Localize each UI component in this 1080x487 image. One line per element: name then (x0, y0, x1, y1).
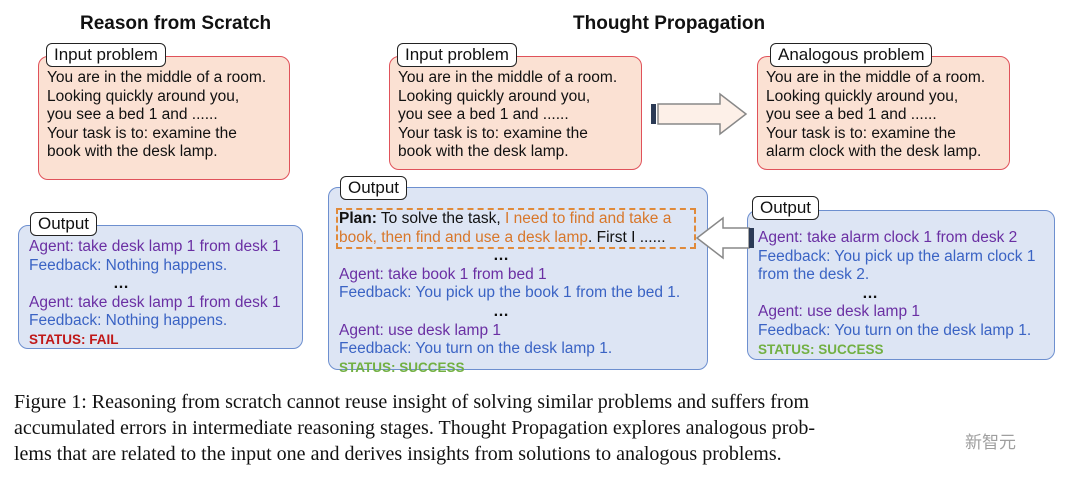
thought-propagation-heading: Thought Propagation (573, 13, 766, 34)
plan-insight-text: book, then find and use a desk lamp (339, 228, 589, 246)
reason-from-scratch-heading: Reason from Scratch (80, 13, 272, 34)
plan-label: Plan: (339, 210, 377, 227)
feedback-text: Feedback: You turn on the desk lamp 1. (758, 321, 1032, 339)
problem-line: You are in the middle of a room. (398, 69, 618, 86)
problem-line: Your task is to: examine the (47, 124, 237, 142)
agent-action: Agent: use desk lamp 1 (758, 303, 920, 321)
plan-insight-text: I need to find and take a (505, 210, 672, 227)
plan-highlight-box (336, 208, 696, 249)
problem-line: Looking quickly around you, (398, 87, 591, 105)
left-input-problem-box: You are in the middle of a room. Looking… (38, 56, 290, 180)
status-success: STATUS: SUCCESS (339, 359, 465, 375)
right-output-box: Agent: take alarm clock 1 from desk 2 Fe… (747, 210, 1055, 360)
watermark-text: 新智元 (965, 433, 1016, 452)
feedback-text: Feedback: Nothing happens. (29, 256, 228, 274)
right-arrow-icon (651, 92, 748, 136)
caption-line: accumulated errors in intermediate reaso… (14, 417, 816, 439)
status-success: STATUS: SUCCESS (758, 341, 884, 357)
feedback-text: Feedback: Nothing happens. (29, 312, 228, 330)
problem-line: you see a bed 1 and ...... (398, 106, 569, 124)
plan-text: To solve the task, (376, 210, 505, 227)
caption-line: Figure 1: Reasoning from scratch cannot … (14, 391, 810, 413)
ellipsis: … (862, 284, 879, 302)
ellipsis: … (493, 247, 510, 265)
right-output-tag: Output (752, 196, 820, 220)
problem-line: Looking quickly around you, (47, 87, 240, 105)
feedback-text: from the desk 2. (758, 266, 870, 284)
left-output-box: Agent: take desk lamp 1 from desk 1 Feed… (18, 225, 303, 349)
figure-caption: Figure 1: Reasoning from scratch cannot … (14, 389, 1070, 467)
agent-action: Agent: take book 1 from bed 1 (339, 265, 547, 283)
plan-text: . First I ...... (588, 228, 666, 246)
feedback-text: Feedback: You pick up the book 1 from th… (339, 284, 681, 302)
agent-action: Agent: use desk lamp 1 (339, 321, 501, 339)
middle-input-problem-tag: Input problem (397, 43, 517, 67)
left-arrow-icon (695, 216, 754, 260)
ellipsis: … (113, 275, 130, 293)
analogous-problem-tag: Analogous problem (770, 43, 933, 67)
problem-line: alarm clock with the desk lamp. (766, 143, 982, 161)
problem-line: book with the desk lamp. (398, 143, 569, 161)
caption-line: lems that are related to the input one a… (14, 443, 782, 465)
ellipsis: … (493, 302, 510, 320)
problem-line: you see a bed 1 and ...... (766, 106, 937, 124)
left-output-tag: Output (30, 212, 98, 236)
agent-action: Agent: take desk lamp 1 from desk 1 (29, 293, 281, 311)
middle-output-box: Plan: To solve the task, I need to find … (328, 187, 708, 375)
feedback-text: Feedback: You turn on the desk lamp 1. (339, 340, 613, 358)
problem-line: you see a bed 1 and ...... (47, 106, 218, 124)
problem-line: You are in the middle of a room. (766, 69, 986, 86)
plan-line-2: book, then find and use a desk lamp. Fir… (339, 229, 680, 248)
analogous-problem-box: You are in the middle of a room. Looking… (757, 56, 1010, 170)
middle-input-problem-box: You are in the middle of a room. Looking… (389, 56, 642, 170)
middle-output-tag: Output (340, 176, 408, 200)
problem-line: Your task is to: examine the (398, 124, 588, 142)
agent-action: Agent: take desk lamp 1 from desk 1 (29, 238, 281, 255)
feedback-text: Feedback: You pick up the alarm clock 1 (758, 247, 1036, 265)
agent-action: Agent: take alarm clock 1 from desk 2 (758, 229, 1018, 246)
left-input-problem-tag: Input problem (46, 43, 166, 67)
problem-line: Looking quickly around you, (766, 87, 959, 105)
problem-line: You are in the middle of a room. (47, 69, 267, 86)
problem-line: book with the desk lamp. (47, 143, 218, 161)
problem-line: Your task is to: examine the (766, 124, 956, 142)
plan-line-1: Plan: To solve the task, I need to find … (339, 210, 680, 229)
status-fail: STATUS: FAIL (29, 331, 119, 347)
